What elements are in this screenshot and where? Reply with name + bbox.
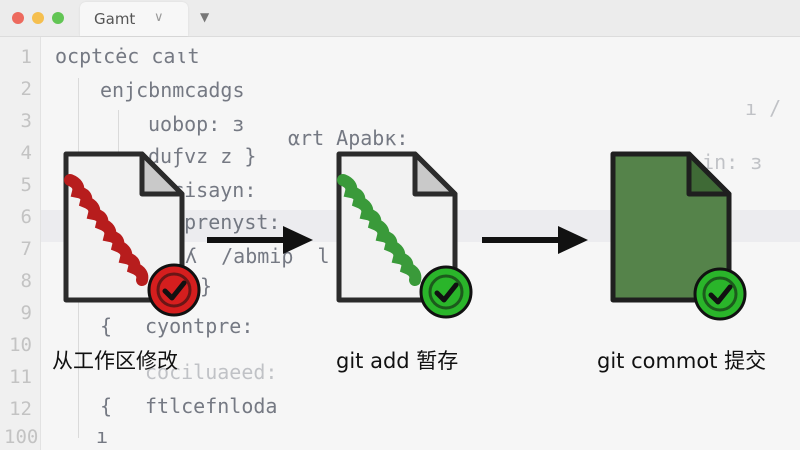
close-window-button[interactable] [12, 12, 24, 24]
line-number: 100 [4, 426, 39, 448]
line-number: 9 [20, 302, 32, 324]
line-number: 5 [20, 174, 32, 196]
diff-stroke [337, 174, 422, 286]
tab-dropdown-icon[interactable]: ▼ [200, 10, 210, 24]
code-fragment: αrt Apabκ: [288, 126, 409, 150]
code-line: cociluaeed: [145, 360, 278, 384]
code-line: cyontpre: [145, 314, 254, 338]
line-number: 8 [20, 270, 32, 292]
zoom-window-button[interactable] [52, 12, 64, 24]
code-line: { [100, 314, 113, 338]
line-number: 10 [9, 334, 32, 356]
line-number: 3 [20, 110, 32, 132]
code-line: ʎ /abmiρ l [185, 244, 330, 268]
code-line: ocptcėc caιt [55, 44, 200, 68]
editor-tab[interactable]: Gamt ∨ [80, 2, 188, 36]
code-line: duƒvz z } [148, 144, 257, 168]
line-number: 6 [20, 206, 32, 228]
check-badge-icon [147, 263, 201, 317]
code-line: uobop: ɜ [148, 112, 245, 136]
line-number: 4 [20, 142, 32, 164]
code-line: enjcbnmcadgs [100, 78, 245, 102]
check-badge-icon [693, 267, 747, 321]
committed-file-icon [610, 151, 732, 303]
window-titlebar: Gamt ∨ ▼ [0, 0, 800, 37]
modified-file-icon [63, 151, 185, 303]
staged-file-icon [336, 151, 458, 303]
step-label-modified: 从工作区修改 [52, 349, 178, 373]
line-number: 11 [9, 366, 32, 388]
minimize-window-button[interactable] [32, 12, 44, 24]
check-badge-icon [419, 265, 473, 319]
tab-title: Gamt [94, 10, 136, 28]
code-line: } [200, 274, 213, 298]
step-label-committed: git commot 提交 [597, 349, 767, 373]
line-number: 12 [9, 398, 32, 420]
code-line: ı [96, 424, 109, 448]
diff-stroke [64, 174, 149, 286]
line-number: 7 [20, 238, 32, 260]
code-line: { [100, 394, 113, 418]
step-label-staged: git add 暂存 [336, 349, 459, 373]
line-number-gutter [0, 37, 41, 450]
line-number: 2 [20, 78, 32, 100]
arrow-right-icon [482, 226, 588, 254]
chevron-down-icon[interactable]: ∨ [154, 10, 164, 25]
code-line: ftlcefnloda [145, 394, 278, 418]
arrow-right-icon [207, 226, 313, 254]
line-number: 1 [20, 46, 32, 68]
code-fragment: ı / [745, 96, 782, 120]
